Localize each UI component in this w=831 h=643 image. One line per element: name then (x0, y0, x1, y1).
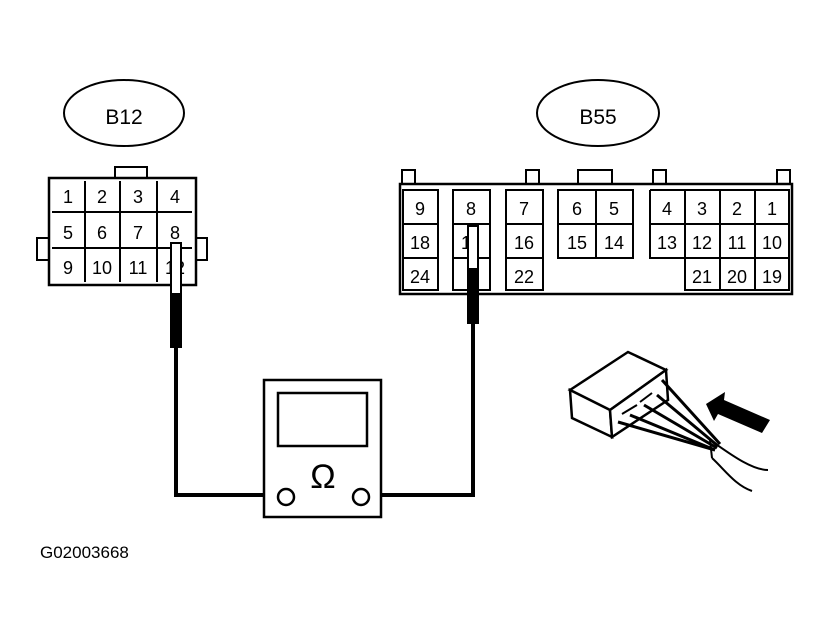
b55-label-text: B55 (579, 106, 616, 129)
b55-pin-18: 18 (410, 233, 430, 253)
b55-connector: 9 8 7 6 5 4 3 2 1 18 1 16 15 14 13 12 11… (398, 169, 794, 296)
b55-pin-12: 12 (692, 233, 712, 253)
b12-pin-3: 3 (133, 187, 143, 207)
figure-id: G02003668 (40, 543, 129, 562)
b55-pin-10: 10 (762, 233, 782, 253)
b55-pin-6: 6 (572, 199, 582, 219)
b12-label: B12 (63, 79, 185, 147)
b55-pin-9: 9 (415, 199, 425, 219)
b55-pin-24: 24 (410, 267, 430, 287)
b12-pin-11: 11 (129, 258, 148, 278)
b12-pin-5: 5 (63, 223, 73, 243)
b55-pin-8: 8 (466, 199, 476, 219)
b55-pin-7: 7 (519, 199, 529, 219)
b55-pin-3: 3 (697, 199, 707, 219)
b55-pin-22: 22 (514, 267, 534, 287)
b12-pin-2: 2 (97, 187, 107, 207)
insert-direction-arrow-icon (706, 392, 770, 433)
b55-pin-11: 11 (728, 233, 747, 253)
b55-pin-17-partial: 1 (461, 233, 471, 253)
b55-pin-2: 2 (732, 199, 742, 219)
b55-pin-5: 5 (609, 199, 619, 219)
b55-pin-4: 4 (662, 199, 672, 219)
b55-label: B55 (536, 79, 660, 147)
b55-pin-21: 21 (692, 267, 712, 287)
b55-pin-13: 13 (657, 233, 677, 253)
b12-label-text: B12 (105, 106, 142, 129)
b55-pin-1: 1 (767, 199, 777, 219)
b12-pin-7: 7 (133, 223, 143, 243)
b55-pin-20: 20 (727, 267, 747, 287)
b12-pin-10: 10 (92, 258, 112, 278)
b55-pin-19: 19 (762, 267, 782, 287)
ohm-symbol: Ω (310, 458, 335, 496)
b12-pin-6: 6 (97, 223, 107, 243)
harness-connector-icon (567, 350, 769, 492)
b12-pin-8: 8 (170, 223, 180, 243)
test-probe-icon (170, 242, 182, 348)
b12-pin-1: 1 (63, 187, 73, 207)
b12-pin-4: 4 (170, 187, 180, 207)
b55-pin-16: 16 (514, 233, 534, 253)
test-probe-icon (467, 225, 479, 324)
b12-pin-9: 9 (63, 258, 73, 278)
b55-pin-14: 14 (604, 233, 624, 253)
ohmmeter-icon: Ω (262, 378, 383, 519)
b55-pin-15: 15 (567, 233, 587, 253)
